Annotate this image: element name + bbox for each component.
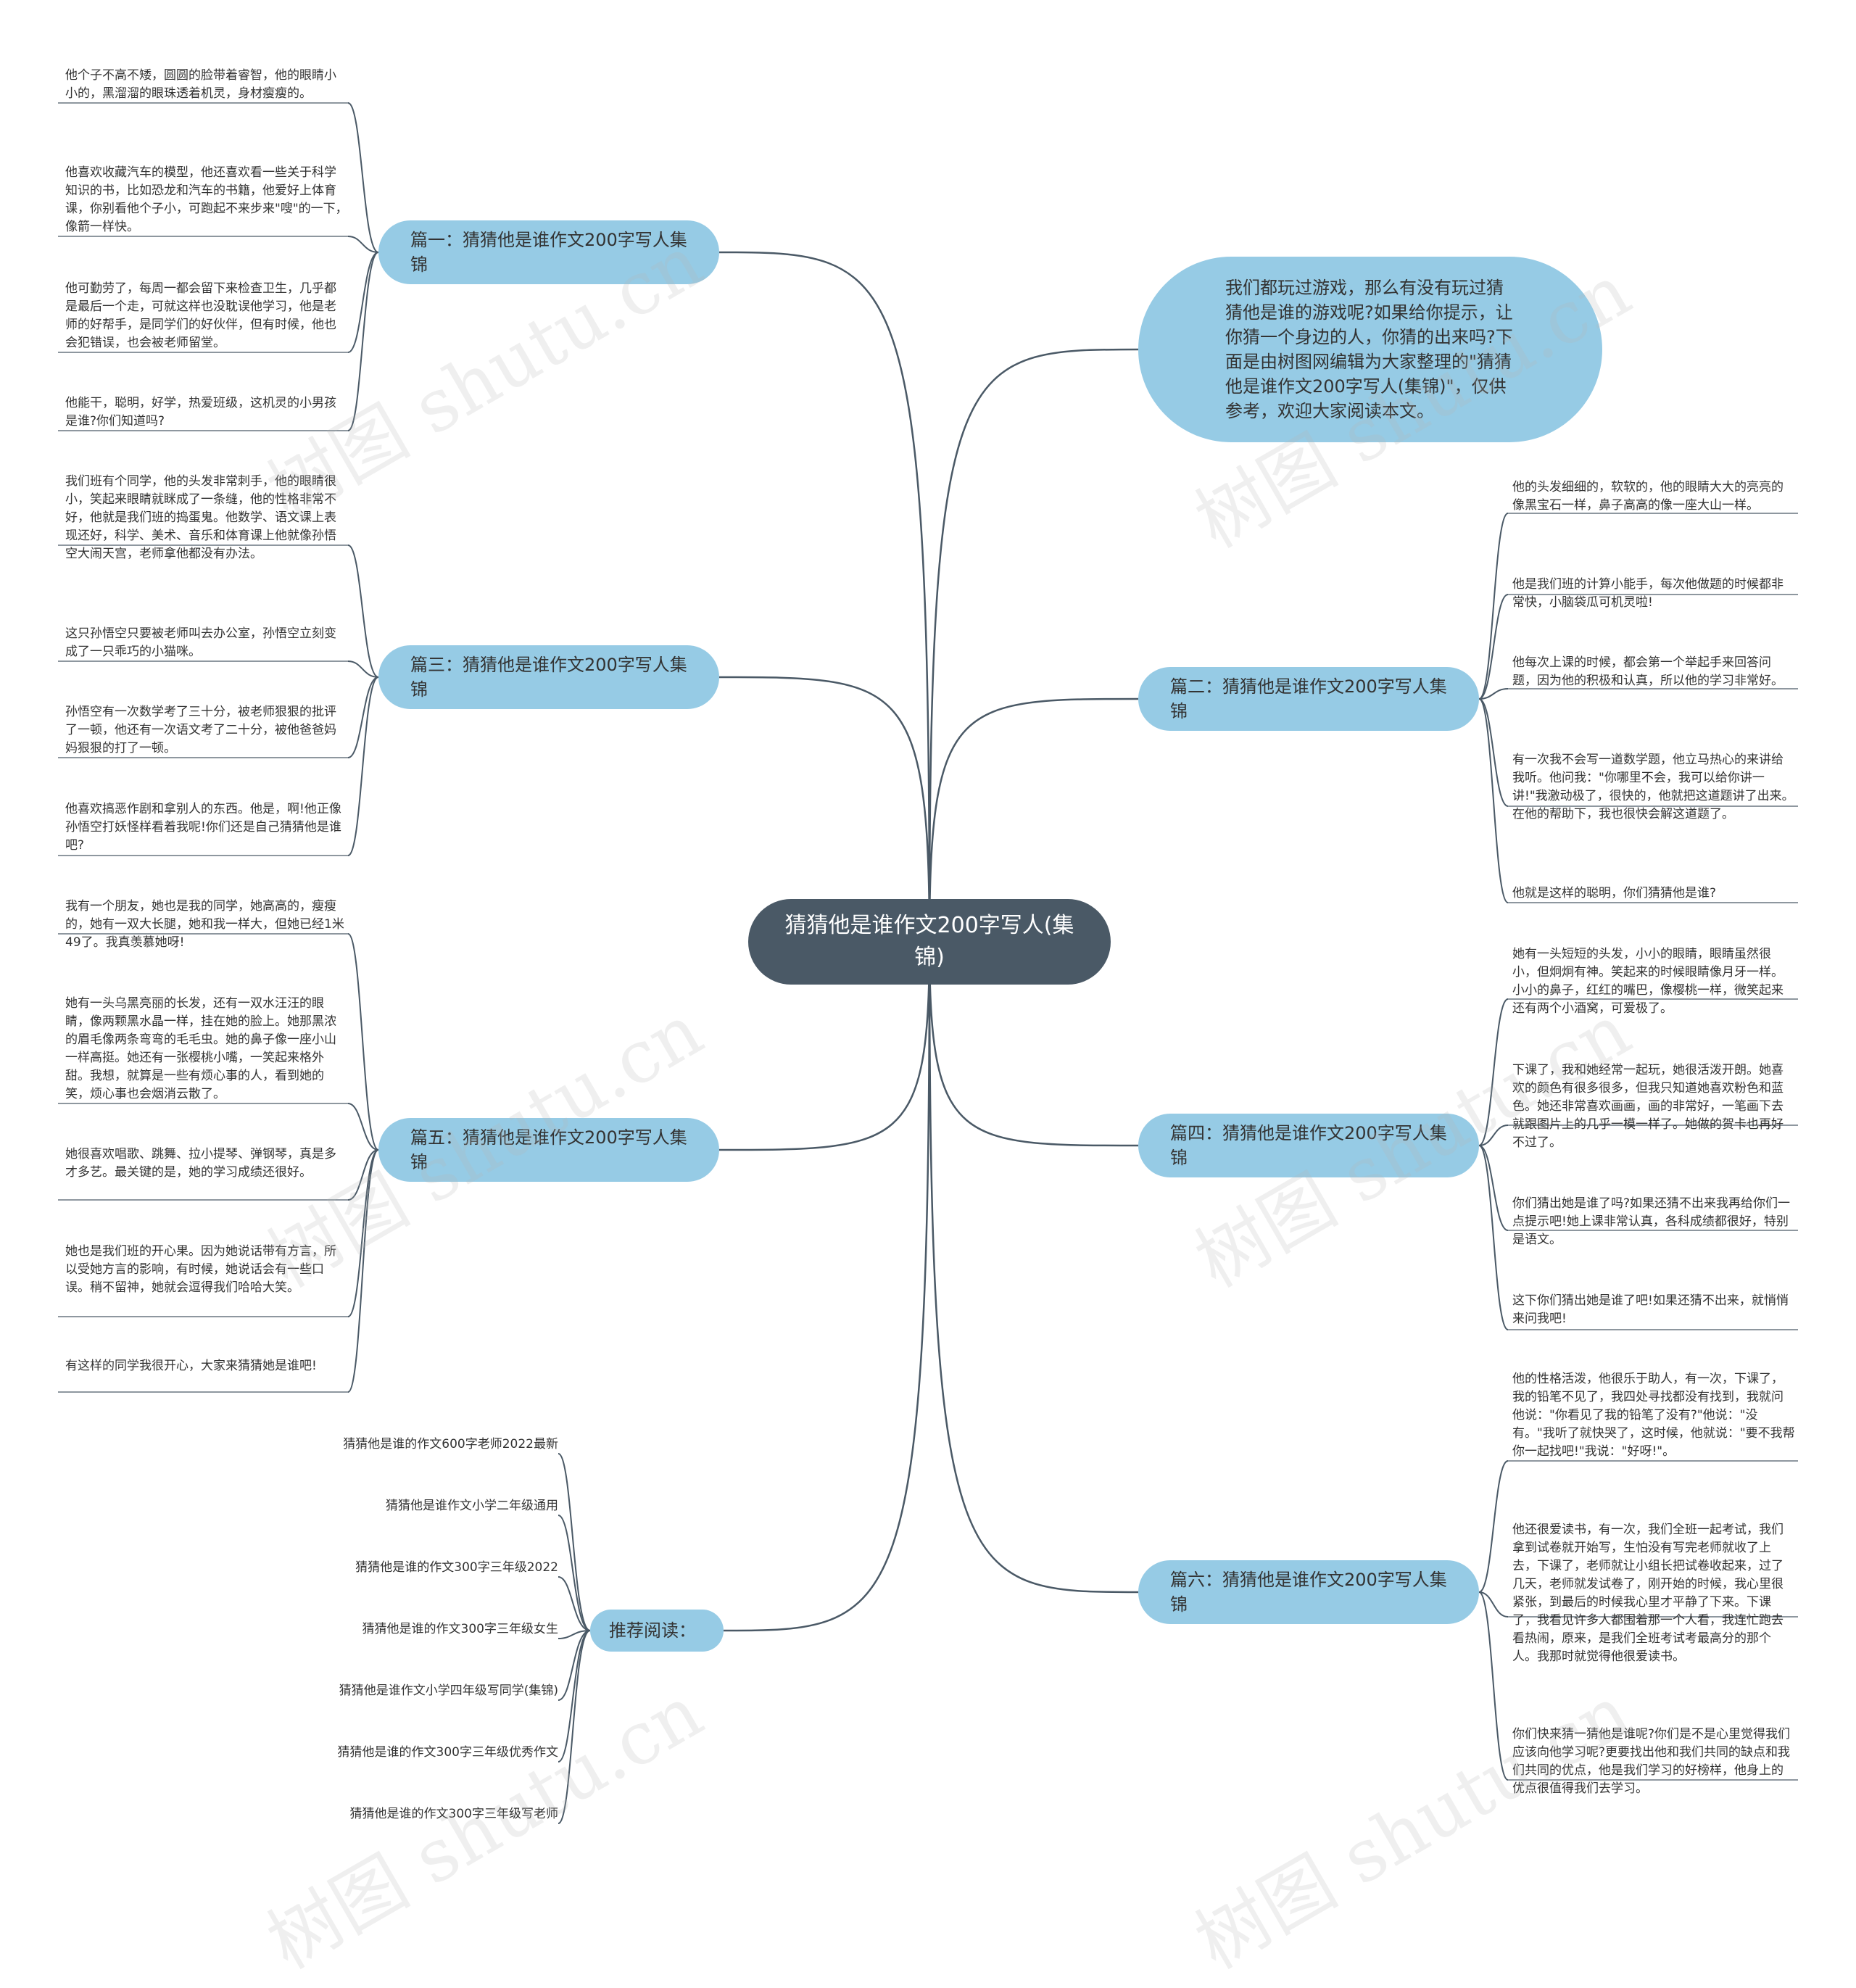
leaf-6-2: 他还很爱读书，有一次，我们全班一起考试，我们拿到试卷就开始写，生怕没有写完老师就… <box>1512 1523 1784 1664</box>
leaf-1-1: 他个子不高不矮，圆圆的脸带着睿智，他的眼睛小小的，黑溜溜的眼珠透着机灵，身材瘦瘦… <box>65 68 336 101</box>
leaf-4-4: 这下你们猜出她是谁了吧!如果还猜不出来，就悄悄来问我吧! <box>1512 1293 1789 1326</box>
leaf-3-2: 这只孙悟空只要被老师叫去办公室，孙悟空立刻变成了一只乖巧的小猫咪。 <box>65 626 336 659</box>
leaf-5-3: 她很喜欢唱歌、跳舞、拉小提琴、弹钢琴，真是多才多艺。最关键的是，她的学习成绩还很… <box>65 1147 336 1180</box>
connector-3 <box>723 941 931 1632</box>
recommend-link-7[interactable]: 猜猜他是谁的作文300字三年级写老师 <box>349 1807 558 1821</box>
connector-5 <box>928 697 1139 943</box>
leaf-1-3: 他可勤劳了，每周一都会留下来检查卫生，几乎都是最后一个走，可就这样也没耽误他学习… <box>65 281 336 350</box>
recommend-link-2[interactable]: 猜猜他是谁作文小学二年级通用 <box>386 1499 558 1513</box>
leaf-5-5: 有这样的同学我很开心，大家来猜猜她是谁吧! <box>65 1359 317 1373</box>
connector-49 <box>1478 698 1509 903</box>
connector-6 <box>928 941 1139 1147</box>
branch-6-label: 篇六：猜猜他是谁作文200字写人集锦 <box>1170 1570 1447 1615</box>
leaf-1-4: 他能干，聪明，好学，热爱班级，这机灵的小男孩是谁?你们知道吗? <box>65 396 336 428</box>
connector-30 <box>347 1149 379 1317</box>
branch-3[interactable]: 篇三：猜猜他是谁作文200字写人集锦 <box>378 645 719 709</box>
connector-41 <box>1478 513 1509 700</box>
leaf-5-2: 她有一头乌黑亮丽的长发，还有一双水汪汪的眼睛，像两颗黑水晶一样，挂在她的脸上。她… <box>65 996 336 1101</box>
leaf-6-1: 他的性格活泼，他很乐于助人，有一次，下课了，我的铅笔不见了，我四处寻找都没有找到… <box>1512 1372 1795 1459</box>
connector-18 <box>347 660 379 678</box>
connector-35 <box>558 1515 591 1631</box>
leaf-2-2: 他是我们班的计算小能手，每次他做题的时候都非常快，小脑袋瓜可机灵啦! <box>1512 577 1784 610</box>
branch-3-label: 篇三：猜猜他是谁作文200字写人集锦 <box>410 655 687 700</box>
branch-2-label: 篇二：猜猜他是谁作文200字写人集锦 <box>1170 676 1447 721</box>
connector-40 <box>558 1630 591 1824</box>
connector-45 <box>1478 688 1509 700</box>
connector-12 <box>347 252 379 353</box>
leaf-5-4: 她也是我们班的开心果。因为她说话带有方言，所以受她方言的影响，有时候，她说话会有… <box>65 1244 336 1295</box>
connector-28 <box>347 1149 379 1201</box>
leaf-6-3: 你们快来猜一猜他是谁呢?你们是不是心里觉得我们应该向他学习呢?更要找出他和我们共… <box>1512 1727 1791 1796</box>
branch-5[interactable]: 篇五：猜猜他是谁作文200字写人集锦 <box>378 1118 719 1182</box>
intro-node[interactable]: 我们都玩过游戏，那么有没有玩过猜猜他是谁的游戏呢?如果给你提示，让你猜一个身边的… <box>1138 257 1602 442</box>
recommend-link-5[interactable]: 猜猜他是谁作文小学四年级写同学(集锦) <box>339 1683 558 1698</box>
connector-20 <box>347 676 379 758</box>
connector-10 <box>347 236 379 253</box>
connector-51 <box>1478 998 1509 1146</box>
connector-0 <box>718 251 931 943</box>
connector-55 <box>1478 1145 1509 1231</box>
branch-4[interactable]: 篇四：猜猜他是谁作文200字写人集锦 <box>1138 1114 1479 1177</box>
branch-6[interactable]: 篇六：猜猜他是谁作文200字写人集锦 <box>1138 1560 1479 1624</box>
recommend-link-3[interactable]: 猜猜他是谁的作文300字三年级2022 <box>355 1560 558 1575</box>
connector-53 <box>1478 1125 1509 1146</box>
leaf-3-3: 孙悟空有一次数学考了三十分，被老师狠狠的批评了一顿，他还有一次语文考了二十分，被… <box>65 705 336 755</box>
connector-47 <box>1478 698 1509 807</box>
connector-39 <box>558 1630 591 1763</box>
connector-61 <box>1478 1591 1509 1618</box>
branch-2[interactable]: 篇二：猜猜他是谁作文200字写人集锦 <box>1138 667 1479 731</box>
connector-36 <box>558 1576 591 1631</box>
recommend-link-6[interactable]: 猜猜他是谁的作文300字三年级优秀作文 <box>337 1745 558 1760</box>
connector-7 <box>928 941 1139 1594</box>
connector-63 <box>1478 1591 1509 1781</box>
branch-1[interactable]: 篇一：猜猜他是谁作文200字写人集锦 <box>378 220 719 284</box>
branch-1-label: 篇一：猜猜他是谁作文200字写人集锦 <box>410 230 687 275</box>
leaf-4-3: 你们猜出她是谁了吗?如果还猜不出来我再给你们一点提示吧!她上课非常认真，各科成绩… <box>1512 1196 1791 1247</box>
connector-57 <box>1478 1145 1509 1330</box>
connector-16 <box>347 544 379 678</box>
connector-8 <box>347 102 379 253</box>
leaf-3-1: 我们班有个同学，他的头发非常刺手，他的眼睛很小，笑起来眼睛就眯成了一条缝，他的性… <box>65 474 336 561</box>
intro-text: 我们都玩过游戏，那么有没有玩过猜猜他是谁的游戏呢?如果给你提示，让你猜一个身边的… <box>1225 278 1513 421</box>
branch-5-label: 篇五：猜猜他是谁作文200字写人集锦 <box>410 1127 687 1172</box>
connector-layer <box>58 102 1798 1824</box>
branch-4-label: 篇四：猜猜他是谁作文200字写人集锦 <box>1170 1123 1447 1168</box>
leaf-4-2: 下课了，我和她经常一起玩，她很活泼开朗。她喜欢的颜色有很多很多，但我只知道她喜欢… <box>1512 1063 1784 1150</box>
connector-32 <box>347 1149 379 1393</box>
connector-2 <box>718 941 931 1151</box>
connector-43 <box>1478 594 1509 700</box>
branch-recommend-label: 推荐阅读： <box>609 1620 696 1641</box>
leaf-2-5: 他就是这样的聪明，你们猜猜他是谁? <box>1512 886 1717 900</box>
connector-59 <box>1478 1460 1509 1593</box>
connector-37 <box>558 1630 591 1639</box>
branch-recommend[interactable]: 推荐阅读： <box>590 1610 724 1652</box>
connector-26 <box>347 1103 379 1151</box>
connector-14 <box>347 252 379 431</box>
connector-34 <box>558 1453 591 1631</box>
connector-38 <box>558 1630 591 1701</box>
leaf-5-1: 我有一个朋友，她也是我的同学，她高高的，瘦瘦的，她有一双大长腿，她和我一样大，但… <box>65 899 344 950</box>
leaf-3-4: 他喜欢搞恶作剧和拿别人的东西。他是，啊!他正像孙悟空打妖怪样看着我呢!你们还是自… <box>65 802 341 853</box>
connector-22 <box>347 676 379 856</box>
recommend-link-1[interactable]: 猜猜他是谁的作文600字老师2022最新 <box>343 1437 558 1451</box>
central-topic-label: 猜猜他是谁作文200字写人(集锦) <box>784 913 1074 970</box>
connector-4 <box>928 348 1139 943</box>
leaf-2-1: 他的头发细细的，软软的，他的眼睛大大的亮亮的像黑宝石一样，鼻子高高的像一座大山一… <box>1512 480 1784 513</box>
recommend-link-4[interactable]: 猜猜他是谁的作文300字三年级女生 <box>362 1622 558 1636</box>
leaf-2-4: 有一次我不会写一道数学题，他立马热心的来讲给我听。他问我："你哪里不会，我可以给… <box>1512 753 1794 821</box>
leaf-2-3: 他每次上课的时候，都会第一个举起手来回答问题，因为他的积极和认真，所以他的学习非… <box>1512 655 1784 688</box>
leaf-1-2: 他喜欢收藏汽车的模型，他还喜欢看一些关于科学知识的书，比如恐龙和汽车的书籍，他爱… <box>65 165 348 234</box>
central-topic[interactable]: 猜猜他是谁作文200字写人(集锦) <box>748 899 1111 985</box>
leaf-4-1: 她有一头短短的头发，小小的眼睛，眼睛虽然很小，但炯炯有神。笑起来的时候眼睛像月牙… <box>1512 947 1784 1016</box>
connector-24 <box>347 933 379 1151</box>
connector-1 <box>718 676 931 943</box>
